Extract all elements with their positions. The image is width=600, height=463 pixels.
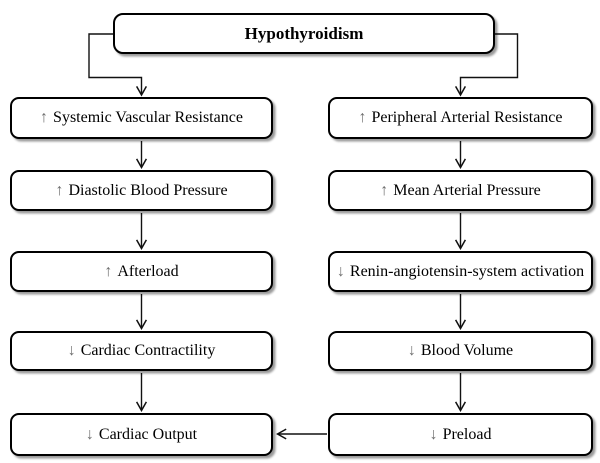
up-arrow-glyph: ↑ [380, 181, 389, 199]
node-label: Systemic Vascular Resistance [53, 109, 243, 126]
node-label: Peripheral Arterial Resistance [371, 109, 563, 126]
node-afterload: ↑ Afterload [10, 251, 273, 292]
connector-title-to-par [454, 33, 519, 97]
node-label: Renin-angiotensin-system activation [349, 262, 585, 280]
node-diastolic-blood-pressure: ↑ Diastolic Blood Pressure [10, 170, 273, 211]
node-cardiac-contractility: ↓ Cardiac Contractility [10, 331, 273, 371]
node-label: Mean Arterial Pressure [393, 181, 541, 199]
down-arrow-glyph: ↓ [336, 262, 345, 280]
node-label: Diastolic Blood Pressure [68, 181, 228, 199]
node-blood-volume: ↓ Blood Volume [328, 331, 593, 371]
node-renin-angiotensin-activation: ↓ Renin-angiotensin-system activation [328, 251, 593, 292]
up-arrow-glyph: ↑ [40, 109, 49, 126]
node-preload: ↓ Preload [328, 413, 593, 456]
node-peripheral-arterial-resistance: ↑ Peripheral Arterial Resistance [328, 97, 593, 139]
down-arrow-glyph: ↓ [407, 342, 416, 359]
node-hypothyroidism: Hypothyroidism [113, 13, 495, 54]
node-label: Afterload [117, 262, 179, 280]
node-label: Cardiac Output [98, 425, 198, 443]
node-label: Cardiac Contractility [80, 342, 216, 359]
node-label: Hypothyroidism [244, 23, 364, 43]
down-arrow-glyph: ↓ [85, 425, 94, 443]
connector-title-to-svr [88, 33, 148, 97]
node-label: Preload [442, 425, 492, 443]
up-arrow-glyph: ↑ [55, 181, 64, 199]
down-arrow-glyph: ↓ [429, 425, 438, 443]
up-arrow-glyph: ↑ [358, 109, 367, 126]
node-label: Blood Volume [420, 342, 514, 359]
node-mean-arterial-pressure: ↑ Mean Arterial Pressure [328, 170, 593, 211]
node-cardiac-output: ↓ Cardiac Output [10, 413, 273, 456]
node-systemic-vascular-resistance: ↑ Systemic Vascular Resistance [10, 97, 273, 139]
down-arrow-glyph: ↓ [67, 342, 76, 359]
up-arrow-glyph: ↑ [104, 262, 113, 280]
